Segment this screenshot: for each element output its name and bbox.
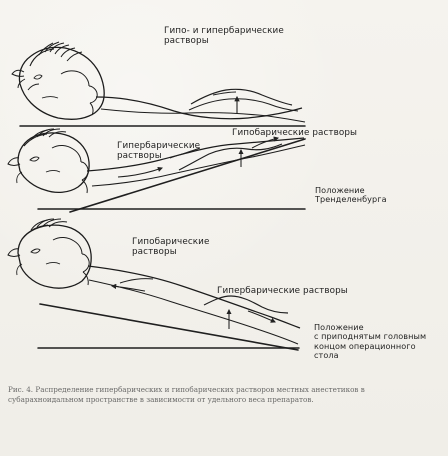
panel-1-solution-wave-lower [189, 99, 298, 111]
panel-3-small-line [120, 279, 153, 283]
label-panel-3-hyperbaric: Гипербарические растворы [217, 286, 348, 296]
label-panel-1-solutions: Гипо- и гипербарические растворы [164, 26, 284, 46]
panel-3-table-line [40, 304, 298, 350]
panel-1-solution-wave [191, 89, 292, 105]
label-panel-3-hypobaric: Гипобарические растворы [132, 237, 209, 257]
panel-3-hypobaric-arrow [112, 286, 145, 291]
label-panel-2-hyperbaric: Гипербарические растворы [117, 141, 200, 161]
label-panel-3-position: Положение с приподнятым головным концом … [314, 323, 426, 360]
panel-1-body-outline [12, 42, 305, 122]
figure-caption: Рис. 4. Распределение гипербарических и … [8, 385, 440, 406]
panel-3-wave [204, 296, 288, 313]
panel-2-upper-solution [118, 168, 162, 177]
label-panel-2-hypobaric: Гипобарические растворы [232, 128, 357, 138]
panel-1 [12, 42, 305, 126]
label-panel-2-position: Положение Тренделенбурга [315, 186, 387, 205]
